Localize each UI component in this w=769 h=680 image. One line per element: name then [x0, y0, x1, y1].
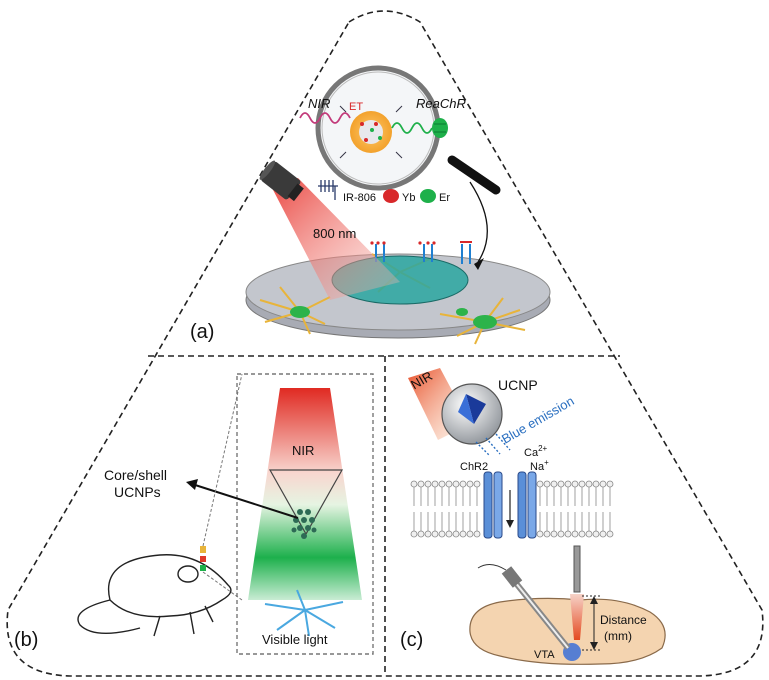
yb-marker-icon: [383, 189, 399, 203]
lipid-head: [564, 530, 572, 538]
mouse-icon: [77, 554, 232, 637]
core-shell-label-line2: UCNPs: [114, 484, 161, 500]
lipid-head: [550, 530, 558, 538]
lipid-head: [410, 480, 418, 488]
lipid-head: [592, 530, 600, 538]
zoom-arrow: [469, 181, 488, 263]
lipid-head: [424, 480, 432, 488]
er-label: Er: [439, 192, 450, 204]
lipid-head: [585, 530, 593, 538]
panel-a: 800 nm NIR ET ReaChR IR-806: [190, 65, 551, 345]
lipid-head: [578, 480, 586, 488]
ir806-label: IR-806: [343, 192, 376, 204]
er-marker-icon: [420, 189, 436, 203]
lipid-head: [431, 480, 439, 488]
lipid-head: [599, 480, 607, 488]
panel-a-label: (a): [190, 321, 214, 343]
ucnp-pointer-arrow: [191, 483, 299, 519]
lipid-head: [445, 480, 453, 488]
magnifier-icon: [315, 65, 501, 195]
yb-label: Yb: [402, 192, 415, 204]
na-ion-label: Na+: [530, 458, 549, 473]
core-shell-label-line1: Core/shell: [104, 467, 167, 483]
lipid-head: [459, 480, 467, 488]
lipid-head: [606, 530, 614, 538]
nanoparticle-cluster: [291, 509, 317, 539]
implant-marker: [200, 546, 206, 553]
et-label: ET: [349, 101, 363, 113]
lipid-head: [564, 480, 572, 488]
lipid-head: [557, 480, 565, 488]
laser-beam-800nm: [270, 178, 400, 300]
lipid-head: [452, 480, 460, 488]
nir-wave: [299, 112, 351, 124]
lipid-head: [473, 480, 481, 488]
ca-ion-label: Ca2+: [524, 444, 548, 459]
cell-membrane: [410, 480, 614, 538]
inner-triangle: [268, 469, 344, 536]
lipid-head: [571, 530, 579, 538]
reachr-label: ReaChR: [416, 96, 466, 111]
nir-label-b: NIR: [292, 443, 314, 458]
distance-label-line2: (mm): [604, 629, 632, 643]
blue-emission-label: Blue emission: [499, 393, 577, 446]
reachr-protein-icon: [432, 118, 448, 138]
lipid-head: [578, 530, 586, 538]
ucnp-label: UCNP: [498, 377, 538, 393]
lipid-head: [543, 480, 551, 488]
laser-wavelength-label: 800 nm: [313, 226, 356, 241]
panel-c: NIR UCNP Blue emission Ca2+ Na+ ChR2 VTA: [400, 368, 666, 665]
lipid-head: [473, 530, 481, 538]
lipid-head: [550, 480, 558, 488]
lipid-head: [536, 530, 544, 538]
lipid-head: [466, 480, 474, 488]
ir806-icon: [318, 180, 338, 200]
panel-c-label: (c): [400, 629, 423, 651]
lipid-head: [438, 530, 446, 538]
visible-light-label: Visible light: [262, 632, 328, 647]
vta-label: VTA: [534, 649, 555, 661]
lipid-head: [417, 530, 425, 538]
nir-label: NIR: [308, 96, 330, 111]
chr2-label: ChR2: [460, 461, 488, 473]
laser-source-icon: [259, 160, 304, 202]
lipid-head: [585, 480, 593, 488]
light-cone: [248, 388, 362, 600]
panel-b: NIR Visible light Core/shell UCNPs (b): [14, 373, 374, 655]
lipid-head: [466, 530, 474, 538]
lipid-head: [438, 480, 446, 488]
lipid-head: [424, 530, 432, 538]
distance-label-line1: Distance: [600, 613, 647, 627]
panel-b-label: (b): [14, 629, 38, 651]
lipid-head: [606, 480, 614, 488]
lipid-head: [599, 530, 607, 538]
lipid-head: [417, 480, 425, 488]
light-probe: [573, 545, 581, 593]
lipid-head: [459, 530, 467, 538]
brain-outline: [469, 597, 666, 665]
lipid-head: [592, 480, 600, 488]
chr2-channel: [483, 471, 537, 539]
green-emission-wave: [391, 122, 433, 134]
lipid-head: [452, 530, 460, 538]
lipid-head: [571, 480, 579, 488]
zoom-box: [236, 373, 374, 655]
neuron-blue: [264, 589, 344, 637]
lipid-head: [557, 530, 565, 538]
lipid-head: [410, 530, 418, 538]
lipid-head: [431, 530, 439, 538]
blue-emission-rays: [475, 433, 511, 457]
outer-triangle-border: [6, 10, 764, 677]
lipid-head: [445, 530, 453, 538]
lipid-head: [543, 530, 551, 538]
lipid-head: [536, 480, 544, 488]
